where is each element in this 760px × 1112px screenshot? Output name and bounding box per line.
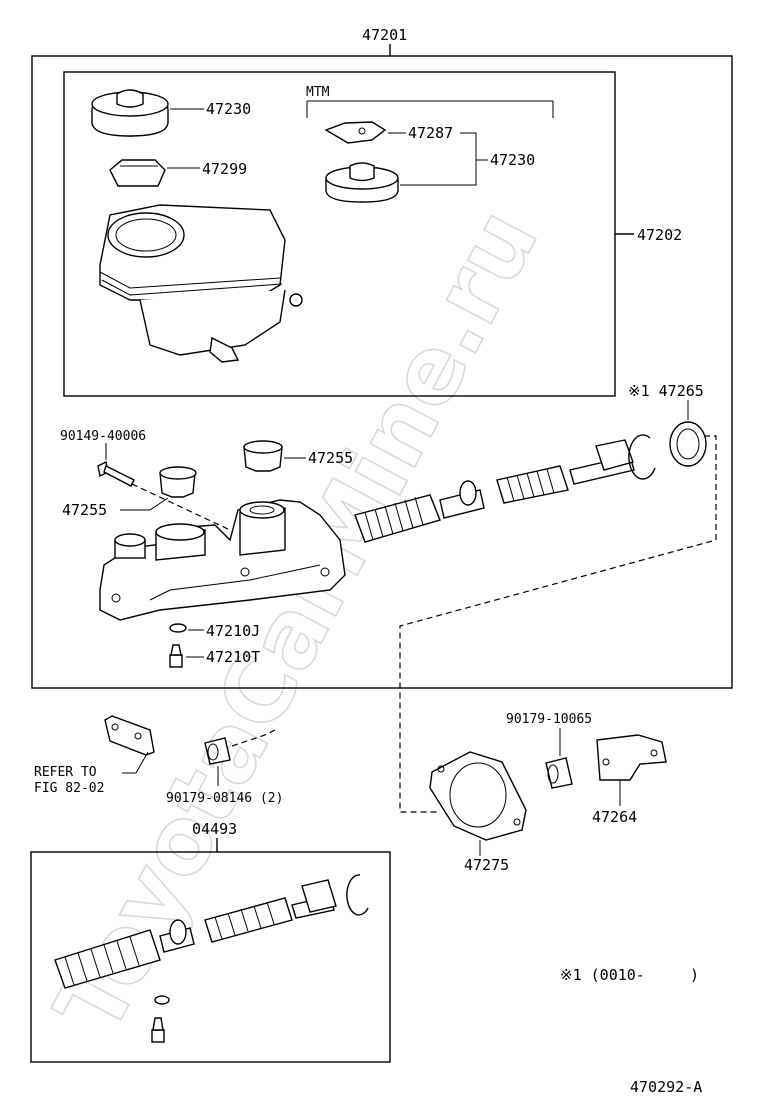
strainer-icon (109, 159, 166, 187)
label-47201: 47201 (362, 26, 407, 44)
label-47275: 47275 (464, 856, 509, 874)
bolt-icon (97, 460, 135, 487)
assembly-frame (31, 55, 733, 689)
label-47287: 47287 (408, 124, 453, 142)
plate-icon (324, 121, 387, 144)
bracket-icon (596, 734, 667, 781)
reservoir-cap-icon (91, 89, 169, 137)
label-47210t: 47210T (206, 648, 260, 666)
label-47202: 47202 (637, 226, 682, 244)
grommet-icon (159, 466, 197, 498)
watermark: ToyotaCarMine.ru (35, 192, 559, 1050)
kit-snap-ring-icon (346, 874, 369, 916)
nut-icon (204, 737, 231, 765)
snap-ring-icon (628, 434, 656, 480)
master-cylinder-icon (99, 499, 346, 621)
reservoir-tank-icon (99, 204, 303, 363)
grommet-icon (243, 440, 283, 472)
kit-frame (30, 851, 391, 1063)
spring-piston-icon (354, 439, 635, 543)
mtm-cap-icon (325, 162, 399, 203)
label-90179-08146: 90179-08146 (2) (166, 791, 283, 806)
label-04493: 04493 (192, 820, 237, 838)
gasket-icon (429, 751, 527, 841)
label-47230: 47230 (206, 100, 251, 118)
label-47255-left: 47255 (62, 501, 107, 519)
bleeder-screw-icon (169, 644, 183, 668)
nut-icon (545, 757, 573, 789)
label-47299: 47299 (202, 160, 247, 178)
kit-piston-icon (54, 879, 337, 989)
kit-washer-icon (154, 995, 170, 1005)
cup-seal-icon (669, 421, 707, 467)
washer-icon (169, 623, 187, 633)
label-47265: ※1 47265 (628, 382, 704, 400)
label-90179-10065: 90179-10065 (506, 712, 592, 727)
label-fig-82-02: FIG 82-02 (34, 781, 104, 796)
label-47230-mtm: 47230 (490, 151, 535, 169)
label-refer-to: REFER TO (34, 765, 97, 780)
label-90149-40006: 90149-40006 (60, 429, 146, 444)
label-47210j: 47210J (206, 622, 260, 640)
bracket-ref-icon (104, 715, 155, 756)
label-mtm: MTM (306, 85, 330, 100)
kit-bleeder-icon (151, 1017, 165, 1043)
label-47264: 47264 (592, 808, 637, 826)
applicability-note: ※1 (0010- ) (560, 966, 699, 984)
label-47255-top: 47255 (308, 449, 353, 467)
figure-code: 470292-A (630, 1078, 702, 1096)
